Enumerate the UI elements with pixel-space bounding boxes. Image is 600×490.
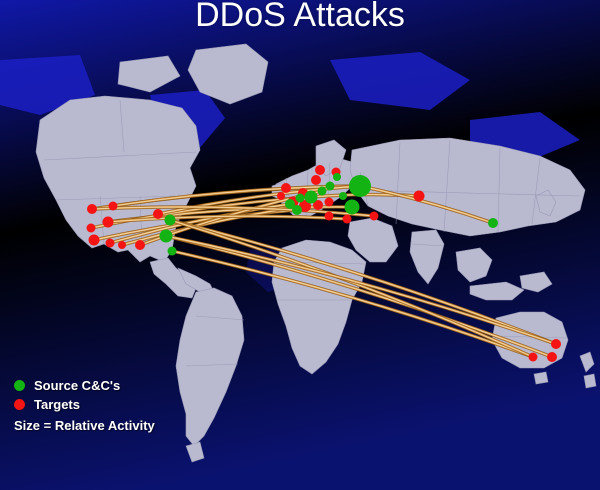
legend-size-note: Size = Relative Activity (14, 418, 155, 433)
source-cnc-node: US East Coast 1 (164, 214, 176, 226)
target-node: US Arizona (105, 238, 115, 248)
target-node: US Nevada (102, 216, 114, 228)
source-cnc-node: Poland (325, 181, 335, 191)
attack-line-core (157, 185, 361, 215)
target-node: US California N (86, 223, 96, 233)
source-cnc-node: US Florida (167, 246, 177, 256)
target-node: US Midwest (153, 209, 163, 219)
source-cnc-node: Ukraine (344, 199, 360, 215)
target-node: US Washington (87, 204, 97, 214)
source-marker-icon (14, 380, 25, 391)
source-cnc-node: France (292, 205, 302, 215)
target-node: Italy (324, 211, 334, 221)
attack-line-core (169, 219, 557, 345)
source-cnc-node: Russia West (349, 175, 371, 197)
source-cnc-node: UK (285, 199, 295, 209)
source-cnc-node: Central Europe (317, 186, 327, 196)
attack-line-core (91, 206, 375, 217)
target-node: Ireland (277, 192, 285, 200)
map-legend: Source C&C's Targets Size = Relative Act… (14, 376, 155, 435)
source-cnc-node: Netherlands (295, 193, 305, 203)
target-node: US Montana (108, 201, 118, 211)
target-marker-icon (14, 399, 25, 410)
target-node: Hungary (324, 197, 334, 207)
legend-source-label: Source C&C's (34, 378, 121, 393)
node-layer: US WashingtonUS MontanaUS NevadaUS Calif… (86, 165, 561, 362)
attack-line-core (165, 235, 553, 358)
source-cnc-node: Baltic (339, 192, 347, 200)
attack-line-core (359, 185, 494, 224)
source-cnc-node: US East Coast 2 (159, 229, 173, 243)
target-node: Australia SE (547, 352, 557, 362)
legend-item-source: Source C&C's (14, 376, 155, 395)
target-node: Turkey (342, 214, 352, 224)
legend-target-label: Targets (34, 397, 80, 412)
legend-item-target: Targets (14, 395, 155, 414)
target-node: Austria (313, 200, 323, 210)
attack-line-core (171, 250, 534, 358)
attack-line-core (107, 215, 348, 223)
source-cnc-node: China East (488, 218, 498, 228)
target-node: Central Asia (413, 190, 425, 202)
target-node: Denmark (311, 175, 321, 185)
target-node: Germany S (299, 200, 311, 212)
attack-line-core (165, 235, 557, 345)
target-node: US California S (88, 234, 100, 246)
target-node: US Texas (135, 240, 145, 250)
target-node: US New Mexico (118, 241, 126, 249)
target-node: Sweden (315, 165, 325, 175)
target-node: UK North (281, 183, 291, 193)
target-node: Australia S (528, 352, 538, 362)
target-node: Caucasus (369, 211, 379, 221)
target-node: Australia NE (551, 339, 561, 349)
landmasses (35, 43, 597, 463)
source-cnc-node: Scandinavia (333, 173, 341, 181)
source-cnc-node: Germany (304, 190, 318, 204)
